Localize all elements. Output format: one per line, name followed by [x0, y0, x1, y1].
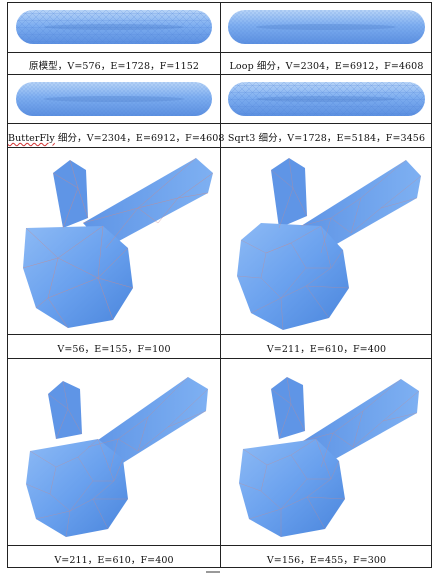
row-divider: [8, 358, 431, 359]
row-divider: [8, 123, 431, 124]
loop-subdivision-image: [221, 3, 432, 52]
caption-loop-subdivision: Loop 细分，V=2304，E=6912，F=4608: [229, 61, 424, 72]
mesh-image-a: [8, 148, 220, 334]
row-divider: [8, 545, 431, 546]
row-divider: [8, 334, 431, 335]
caption-butterfly-rest: 细分，V=2304，E=6912，F=4608: [54, 133, 225, 144]
butterfly-subdivision-image: [8, 75, 220, 123]
caption-mesh-a: V=56，E=155，F=100: [57, 344, 171, 355]
caption-mesh-c: V=211，E=610，F=400: [54, 555, 174, 566]
sqrt3-subdivision-image: [221, 75, 432, 123]
mesh-image-d: [221, 359, 432, 545]
row-divider: [8, 52, 431, 53]
caption-mesh-b: V=211，E=610，F=400: [266, 344, 387, 355]
figure-table: 原模型，V=576，E=1728，F=1152 Loop 细分，V=2304，E…: [7, 2, 432, 568]
row-divider: [8, 147, 431, 148]
caption-sqrt3-subdivision: Sqrt3 细分，V=1728，E=5184，F=3456: [227, 133, 426, 144]
original-model-image: [8, 3, 220, 52]
caption-mesh-d: V=156，E=455，F=300: [266, 555, 387, 566]
caption-original-model: 原模型，V=576，E=1728，F=1152: [28, 61, 200, 72]
column-divider: [220, 3, 221, 567]
mesh-image-c: [8, 359, 220, 545]
mesh-image-b: [221, 148, 432, 334]
page-bottom-marker: [206, 571, 220, 573]
caption-butterfly-word: ButterFly: [8, 133, 55, 144]
row-divider: [8, 74, 431, 75]
caption-butterfly-subdivision: ButterFly 细分，V=2304，E=6912，F=4608: [8, 130, 224, 144]
